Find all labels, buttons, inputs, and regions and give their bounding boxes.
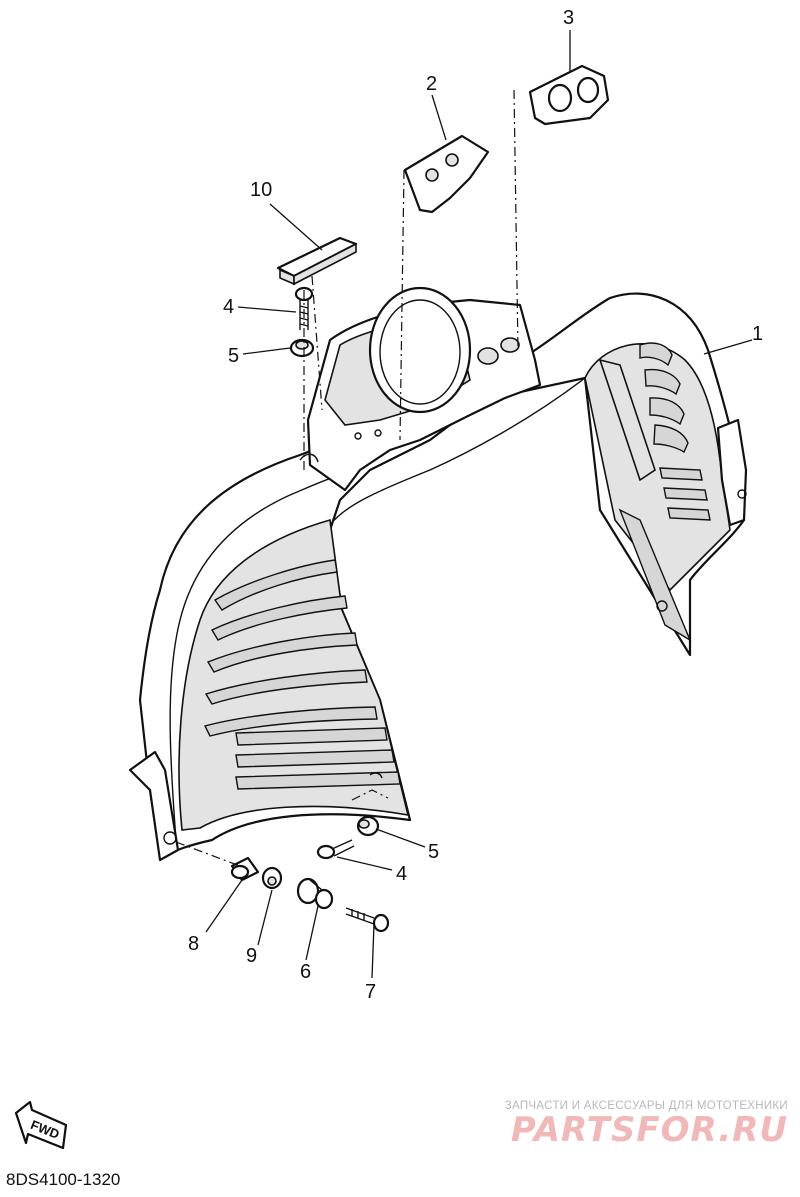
part-10-strip [276,236,358,286]
callout-6: 6 [300,961,311,983]
part-6-damper [296,877,334,910]
part-3-plate [528,64,610,126]
watermark-logo: PARTSFOR.RU [510,1110,788,1150]
watermark-tagline: ЗАПЧАСТИ И АКСЕССУАРЫ ДЛЯ МОТОТЕХНИКИ [504,1100,788,1112]
callout-2: 2 [426,73,437,95]
watermark: ЗАПЧАСТИ И АКСЕССУАРЫ ДЛЯ МОТОТЕХНИКИ PA… [488,1100,788,1148]
callout-4-upper: 4 [223,296,234,318]
part-1-cover [128,286,748,862]
part-7-bolt [345,907,390,933]
callout-1: 1 [752,323,763,345]
callout-8: 8 [188,933,199,955]
leader-lines [205,30,753,979]
part-5-grommet-lower [356,815,380,837]
callout-4-lower: 4 [396,863,407,885]
part-8-collar [230,856,260,882]
part-5-grommet-upper [289,338,315,358]
assembly-lines [175,89,519,867]
part-2-bracket [403,134,490,214]
callout-5-upper: 5 [228,345,239,367]
callout-3: 3 [563,7,574,29]
part-9-washer [261,866,283,890]
callout-5-lower: 5 [428,841,439,863]
fwd-arrow-icon: FWD [14,1100,68,1150]
callout-labels: 1 2 3 4 4 5 5 6 7 8 9 10 [188,7,763,1003]
callout-9: 9 [246,945,257,967]
diagram-code: 8DS4100-1320 [6,1170,121,1189]
part-4-screw-lower [316,839,355,860]
callout-10: 10 [250,179,272,201]
callout-7: 7 [365,981,376,1003]
